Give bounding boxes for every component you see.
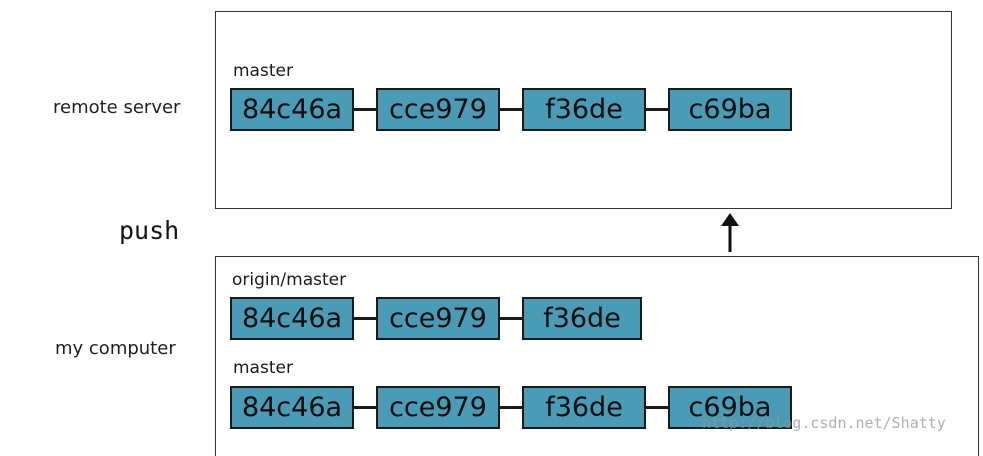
local-commit-3: f36de <box>522 386 646 429</box>
remote-server-label: remote server <box>53 97 181 118</box>
remote-master-branch-label: master <box>233 61 293 81</box>
origin-commit-3: f36de <box>522 297 642 340</box>
origin-link-1 <box>354 317 376 320</box>
remote-link-2 <box>500 108 522 111</box>
up-arrow-icon <box>721 213 739 252</box>
local-commit-2: cce979 <box>376 386 500 429</box>
origin-commit-1: 84c46a <box>230 297 354 340</box>
watermark: http://blog.csdn.net/Shatty <box>702 414 946 432</box>
remote-commit-3: f36de <box>522 88 646 131</box>
my-computer-label: my computer <box>55 338 176 359</box>
origin-commit-2: cce979 <box>376 297 500 340</box>
remote-link-3 <box>646 108 668 111</box>
origin-master-branch-label: origin/master <box>232 270 347 290</box>
local-commit-1: 84c46a <box>230 386 354 429</box>
local-link-2 <box>500 406 522 409</box>
local-commit-4: c69ba <box>668 386 792 429</box>
remote-commit-4: c69ba <box>668 88 792 131</box>
remote-commit-1: 84c46a <box>230 88 354 131</box>
origin-link-2 <box>500 317 522 320</box>
local-master-branch-label: master <box>233 358 293 378</box>
local-link-1 <box>354 406 376 409</box>
push-label: push <box>119 216 180 245</box>
remote-commit-2: cce979 <box>376 88 500 131</box>
local-link-3 <box>646 406 668 409</box>
remote-link-1 <box>354 108 376 111</box>
